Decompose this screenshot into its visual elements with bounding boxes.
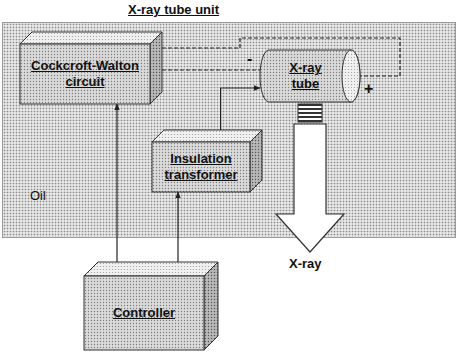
beam-label: X-ray [289,256,322,272]
box-top-face [152,130,262,142]
box-label: Cockcroft-Walton circuit [26,58,144,89]
text-area: Controller [84,276,204,350]
text-area: Insulation transformer [152,142,250,192]
xray-beam-arrow [276,124,344,252]
connector [116,104,117,276]
oil-tank-region: X-ray tube unitCockcroft-Walton circuitX… [2,22,456,238]
text-area: X-ray tube unit [128,2,219,18]
box-side-face [150,32,162,104]
unit-title: X-ray tube unit [128,2,219,18]
controller-box: Controller [84,262,218,350]
box-label: Insulation transformer [158,151,244,182]
box-label: X-ray tube [275,60,336,91]
box-front-face [20,44,150,104]
medium-label: Oil [30,188,46,204]
box-label: Controller [113,305,175,321]
tube-end [342,50,360,102]
polarity-sign: - [247,49,252,68]
box-top-face [20,32,162,44]
circuit-box: Cockcroft-Walton circuit [20,32,162,104]
box-side-face [204,262,218,350]
polarity-sign: + [364,79,373,98]
text-area: Cockcroft-Walton circuit [20,44,150,104]
transformer-box: Insulation transformer [152,130,262,192]
box-front-face [152,142,250,192]
box-side-face [250,130,262,192]
tube-body [260,50,360,102]
box-top-face [84,262,218,276]
connector [221,88,260,130]
xray-window [298,104,322,122]
connector [162,69,260,70]
text-area: X-ray tube [269,50,342,102]
tube-cylinder: X-ray tube [260,50,360,102]
box-front-face [84,276,204,350]
